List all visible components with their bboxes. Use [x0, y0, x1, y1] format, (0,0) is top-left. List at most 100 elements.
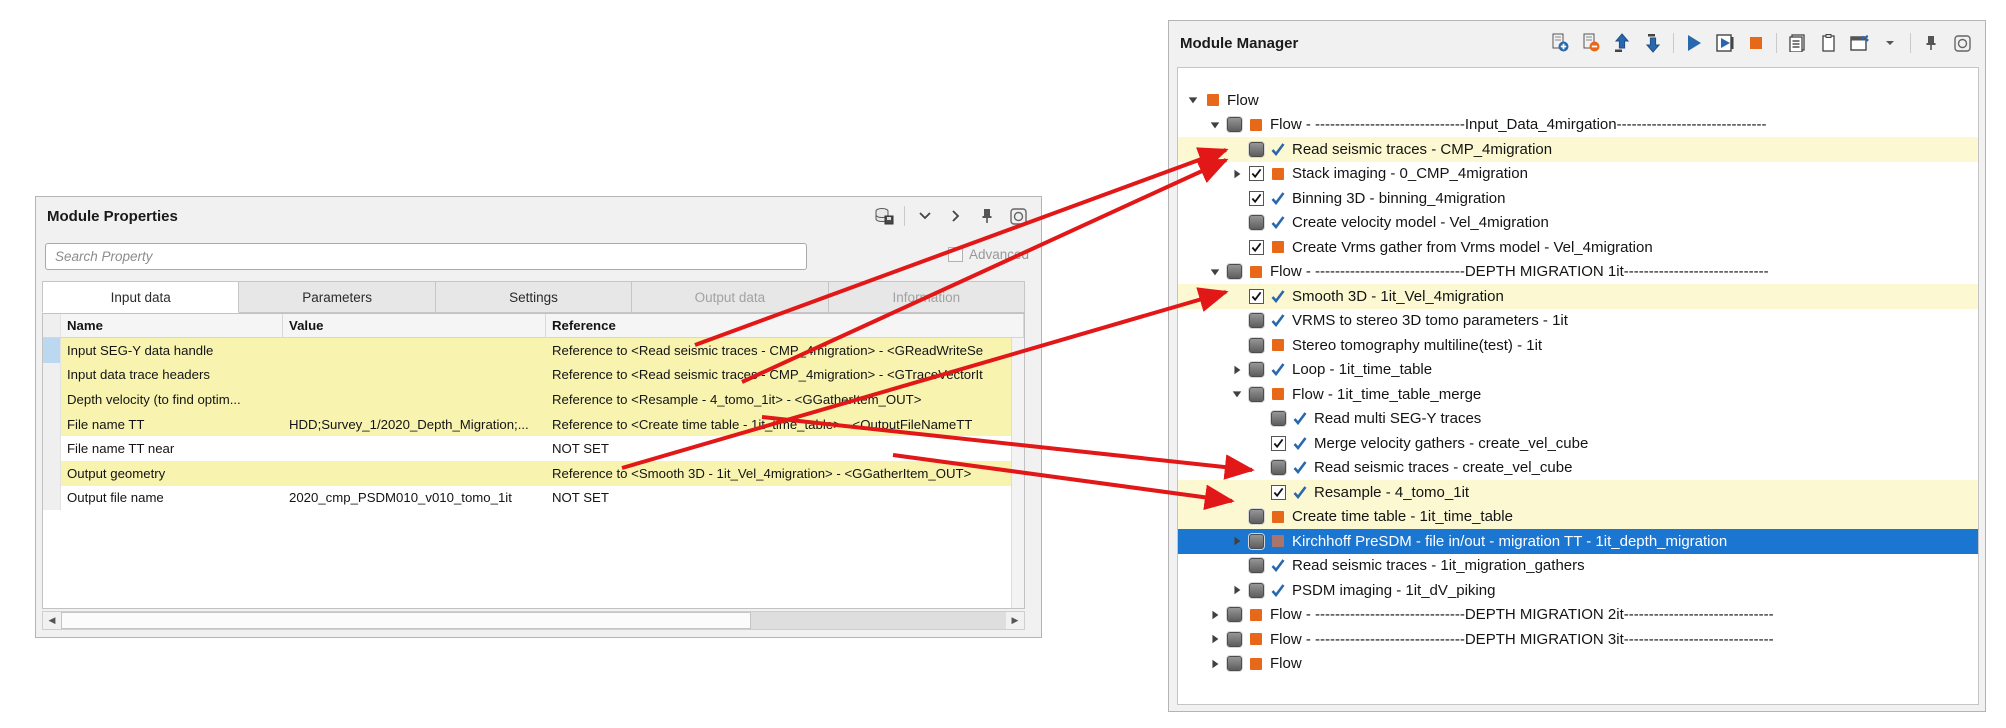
module-checkbox-gray[interactable]: [1268, 410, 1289, 427]
tree-row[interactable]: Kirchhoff PreSDM - file in/out - migrati…: [1178, 529, 1978, 554]
tree-row[interactable]: Read seismic traces - create_vel_cube: [1178, 456, 1978, 481]
module-checkbox-gray[interactable]: [1246, 141, 1267, 158]
module-checkbox-gray[interactable]: [1224, 116, 1245, 133]
move-down-icon[interactable]: [1642, 32, 1664, 54]
tab-output-data[interactable]: Output data: [632, 281, 829, 313]
row-gutter[interactable]: [43, 387, 61, 412]
module-checkbox-checked[interactable]: [1268, 435, 1289, 452]
run-icon[interactable]: [1683, 32, 1705, 54]
tree-row[interactable]: VRMS to stereo 3D tomo parameters - 1it: [1178, 309, 1978, 334]
module-checkbox-gray[interactable]: [1246, 557, 1267, 574]
expand-icon[interactable]: [1206, 607, 1224, 623]
clipboard-icon[interactable]: [1817, 32, 1839, 54]
module-checkbox-checked[interactable]: [1246, 239, 1267, 256]
collapse-icon[interactable]: [1184, 92, 1202, 108]
scroll-right-icon[interactable]: ▶: [1006, 612, 1024, 629]
column-header-value[interactable]: Value: [283, 314, 546, 337]
tree-row[interactable]: Flow: [1178, 652, 1978, 677]
expand-icon[interactable]: [1206, 656, 1224, 672]
module-manager-titlebar[interactable]: Module Manager: [1169, 21, 1985, 65]
float-window-icon[interactable]: [1951, 32, 1973, 54]
tree-row[interactable]: Flow - ------------------------------Inp…: [1178, 113, 1978, 138]
module-checkbox-gray[interactable]: [1224, 631, 1245, 648]
row-gutter[interactable]: [43, 436, 61, 461]
add-module-icon[interactable]: [1549, 32, 1571, 54]
row-gutter[interactable]: [43, 362, 61, 388]
module-checkbox-gray[interactable]: [1246, 386, 1267, 403]
chevron-right-icon[interactable]: [945, 205, 967, 227]
scroll-left-icon[interactable]: ◀: [43, 612, 61, 629]
tab-input-data[interactable]: Input data: [42, 281, 240, 313]
move-up-icon[interactable]: [1611, 32, 1633, 54]
row-gutter[interactable]: [43, 485, 61, 511]
tree-row[interactable]: Flow - ------------------------------DEP…: [1178, 627, 1978, 652]
dropdown-arrow-icon[interactable]: [1879, 32, 1901, 54]
tree-row[interactable]: Create velocity model - Vel_4migration: [1178, 211, 1978, 236]
tree-row[interactable]: PSDM imaging - 1it_dV_piking: [1178, 578, 1978, 603]
scrollbar-thumb[interactable]: [61, 612, 751, 629]
pin-icon[interactable]: [976, 205, 998, 227]
module-checkbox-checked[interactable]: [1246, 165, 1267, 182]
module-checkbox-gray[interactable]: [1246, 361, 1267, 378]
module-checkbox-gray[interactable]: [1246, 508, 1267, 525]
scrollbar-track[interactable]: [751, 612, 1006, 629]
module-checkbox-gray[interactable]: [1224, 263, 1245, 280]
run-selected-icon[interactable]: [1714, 32, 1736, 54]
expand-icon[interactable]: [1228, 533, 1246, 549]
module-checkbox-gray[interactable]: [1224, 655, 1245, 672]
tree-row[interactable]: Loop - 1it_time_table: [1178, 358, 1978, 383]
pin-icon[interactable]: [1920, 32, 1942, 54]
expand-icon[interactable]: [1206, 631, 1224, 647]
collapse-icon[interactable]: [1228, 386, 1246, 402]
module-checkbox-gray[interactable]: [1246, 337, 1267, 354]
row-gutter[interactable]: [43, 411, 61, 437]
chevron-down-icon[interactable]: [914, 205, 936, 227]
expand-icon[interactable]: [1228, 166, 1246, 182]
tree-row[interactable]: Merge velocity gathers - create_vel_cube: [1178, 431, 1978, 456]
row-gutter[interactable]: [43, 460, 61, 486]
tree-row[interactable]: Flow - 1it_time_table_merge: [1178, 382, 1978, 407]
module-checkbox-gray[interactable]: [1246, 312, 1267, 329]
tree-row[interactable]: Read seismic traces - 1it_migration_gath…: [1178, 554, 1978, 579]
module-checkbox-checked[interactable]: [1246, 288, 1267, 305]
tree-row[interactable]: Read multi SEG-Y traces: [1178, 407, 1978, 432]
float-window-icon[interactable]: [1007, 205, 1029, 227]
tree-row[interactable]: Stereo tomography multiline(test) - 1it: [1178, 333, 1978, 358]
report-icon[interactable]: [1786, 32, 1808, 54]
tree-row[interactable]: Stack imaging - 0_CMP_4migration: [1178, 162, 1978, 187]
tree-row[interactable]: Smooth 3D - 1it_Vel_4migration: [1178, 284, 1978, 309]
table-vertical-scrollbar[interactable]: [1011, 338, 1024, 608]
tree-row[interactable]: Binning 3D - binning_4migration: [1178, 186, 1978, 211]
remove-module-icon[interactable]: [1580, 32, 1602, 54]
column-header-name[interactable]: Name: [61, 314, 283, 337]
new-window-icon[interactable]: [1848, 32, 1870, 54]
collapse-icon[interactable]: [1206, 117, 1224, 133]
tree-row[interactable]: Create time table - 1it_time_table: [1178, 504, 1978, 529]
property-row[interactable]: Depth velocity (to find optim...Referenc…: [43, 387, 1024, 412]
search-property-input[interactable]: [45, 243, 807, 270]
module-checkbox-checked[interactable]: [1246, 190, 1267, 207]
tab-parameters[interactable]: Parameters: [239, 281, 436, 313]
tree-row[interactable]: Resample - 4_tomo_1it: [1178, 480, 1978, 505]
tab-settings[interactable]: Settings: [435, 281, 633, 313]
collapse-icon[interactable]: [1206, 264, 1224, 280]
tree-row[interactable]: Create Vrms gather from Vrms model - Vel…: [1178, 235, 1978, 260]
column-header-reference[interactable]: Reference: [546, 314, 1024, 337]
tree-row[interactable]: Flow - ------------------------------DEP…: [1178, 260, 1978, 285]
advanced-checkbox[interactable]: [948, 247, 963, 262]
tab-information[interactable]: Information: [828, 281, 1026, 313]
module-properties-titlebar[interactable]: Module Properties: [36, 197, 1041, 235]
module-checkbox-gray[interactable]: [1246, 533, 1267, 550]
module-checkbox-gray[interactable]: [1246, 582, 1267, 599]
module-checkbox-gray[interactable]: [1224, 606, 1245, 623]
module-checkbox-gray[interactable]: [1246, 214, 1267, 231]
tree-row[interactable]: Flow: [1178, 88, 1978, 113]
expand-icon[interactable]: [1228, 582, 1246, 598]
table-horizontal-scrollbar[interactable]: ◀ ▶: [42, 611, 1025, 630]
module-checkbox-checked[interactable]: [1268, 484, 1289, 501]
